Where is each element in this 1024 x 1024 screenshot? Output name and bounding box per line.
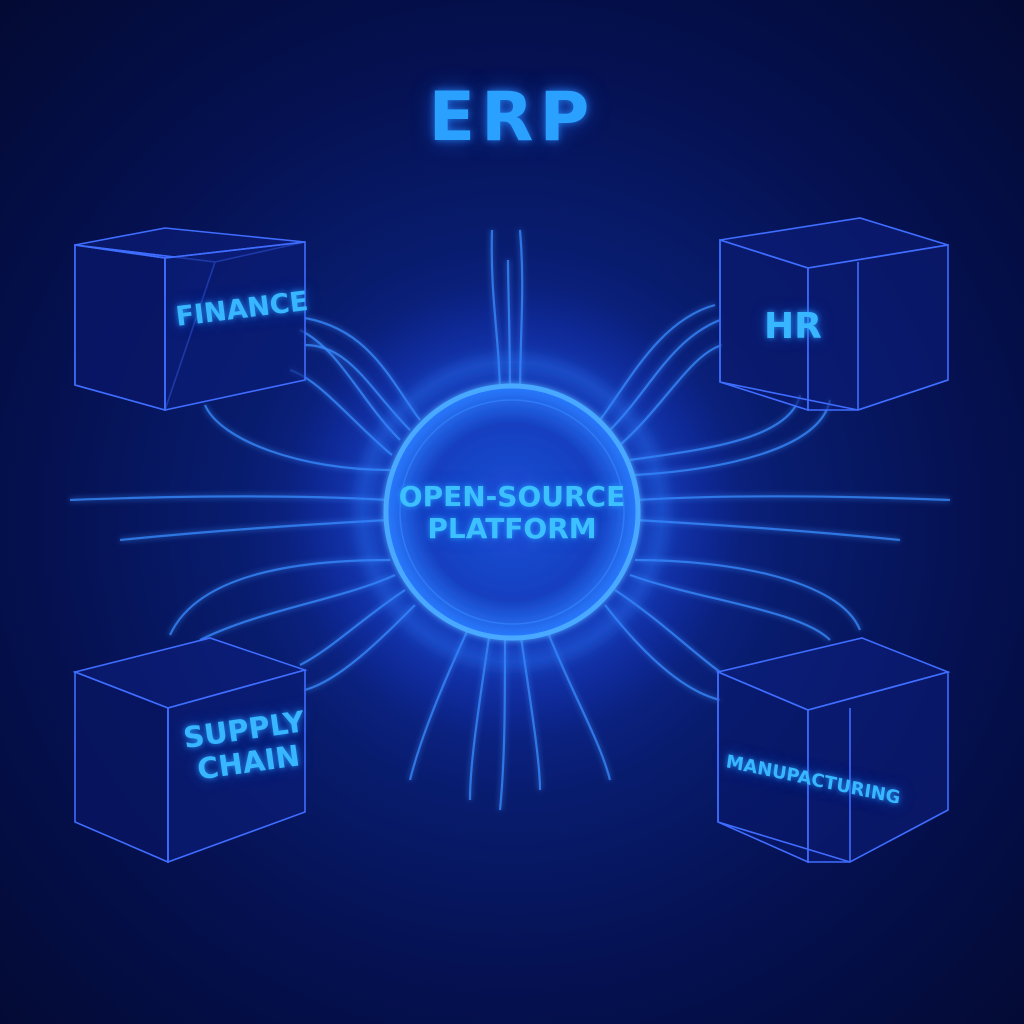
finance-cube <box>74 227 306 412</box>
connector-top <box>490 229 502 401</box>
supply-chain-cube <box>72 637 308 864</box>
connector-right <box>635 495 951 502</box>
hub-inner-ring <box>399 399 625 625</box>
connector-manufacturing <box>634 558 862 631</box>
connector-top <box>518 229 524 401</box>
connector-finance <box>203 404 391 472</box>
connector-manufacturing <box>629 573 831 641</box>
connector-top <box>506 259 512 399</box>
module-label-hr: HR <box>764 306 822 347</box>
hub-circle <box>383 383 641 641</box>
connector-supply-chain <box>169 558 391 636</box>
hub-outer-glow <box>355 355 669 669</box>
connector-bottom <box>518 629 542 791</box>
connector-left <box>119 518 389 542</box>
manufacturing-cube <box>715 637 951 864</box>
page-title: ERP <box>428 78 596 157</box>
connector-left <box>69 495 389 502</box>
hub-label: OPEN-SOURCE PLATFORM <box>392 480 632 546</box>
connector-bottom <box>543 624 612 781</box>
hub-label-line-2: PLATFORM <box>427 512 597 546</box>
connector-hr <box>634 399 832 477</box>
hr-cube <box>719 217 949 412</box>
hub-label-line-1: OPEN-SOURCE <box>398 480 626 513</box>
